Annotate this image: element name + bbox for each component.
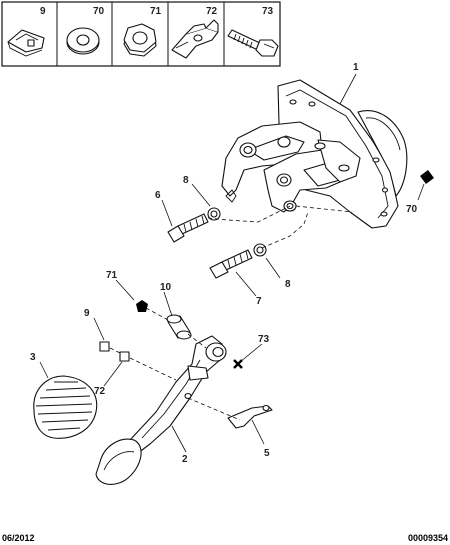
pivot-bushing: [166, 314, 192, 340]
callout-7: 7: [256, 296, 262, 307]
pedal-clip: [227, 404, 273, 429]
callout-73: 73: [258, 334, 270, 345]
spring-clip-icon: [7, 29, 45, 57]
legend-number: 70: [93, 6, 105, 17]
pedal-support-bracket: [221, 79, 408, 229]
callout-leaders: [39, 73, 425, 453]
legend-cell-72: 72: [171, 6, 219, 59]
callout-8-upper: 8: [183, 175, 189, 186]
callout-5: 5: [264, 448, 270, 459]
nut-icon: [123, 23, 157, 57]
parts-legend: 9 70 71: [1, 1, 281, 67]
bolt-icon: [227, 29, 279, 57]
pedal-pad: [33, 375, 98, 439]
callout-9: 9: [84, 308, 90, 319]
marker-72: [119, 351, 130, 362]
callout-71: 71: [106, 270, 118, 281]
legend-cell-73: 73: [227, 6, 279, 57]
legend-cell-9: 9: [7, 6, 46, 57]
callout-6: 6: [155, 190, 161, 201]
legend-cell-70: 70: [66, 6, 105, 55]
legend-cell-71: 71: [123, 6, 162, 57]
callout-3: 3: [30, 352, 36, 363]
callout-labels: 1 70 8 6 8 7 71 10 9 73 3 72 2 5: [30, 62, 418, 465]
assembly-axis-lines: [109, 205, 353, 421]
callout-72: 72: [94, 386, 106, 397]
washer-icon: [66, 27, 100, 55]
callout-2: 2: [182, 454, 188, 465]
clevis-bracket-icon: [171, 19, 219, 59]
marker-71: [136, 300, 148, 312]
stop-screw-lower: [209, 243, 267, 279]
callout-70: 70: [406, 204, 418, 215]
footer-date: 06/2012: [2, 533, 35, 543]
marker-9: [99, 341, 110, 352]
callout-8-lower: 8: [285, 279, 291, 290]
legend-number: 72: [206, 6, 218, 17]
footer-reference: 00009354: [408, 533, 448, 543]
legend-number: 73: [262, 6, 274, 17]
legend-number: 71: [150, 6, 162, 17]
pedal-arm: [95, 335, 227, 485]
callout-10: 10: [160, 282, 172, 293]
callout-1: 1: [353, 62, 359, 73]
stop-screw-upper: [167, 207, 221, 243]
footer: 06/2012 00009354: [2, 533, 448, 543]
marker-70: [420, 170, 434, 184]
legend-number: 9: [40, 6, 46, 17]
